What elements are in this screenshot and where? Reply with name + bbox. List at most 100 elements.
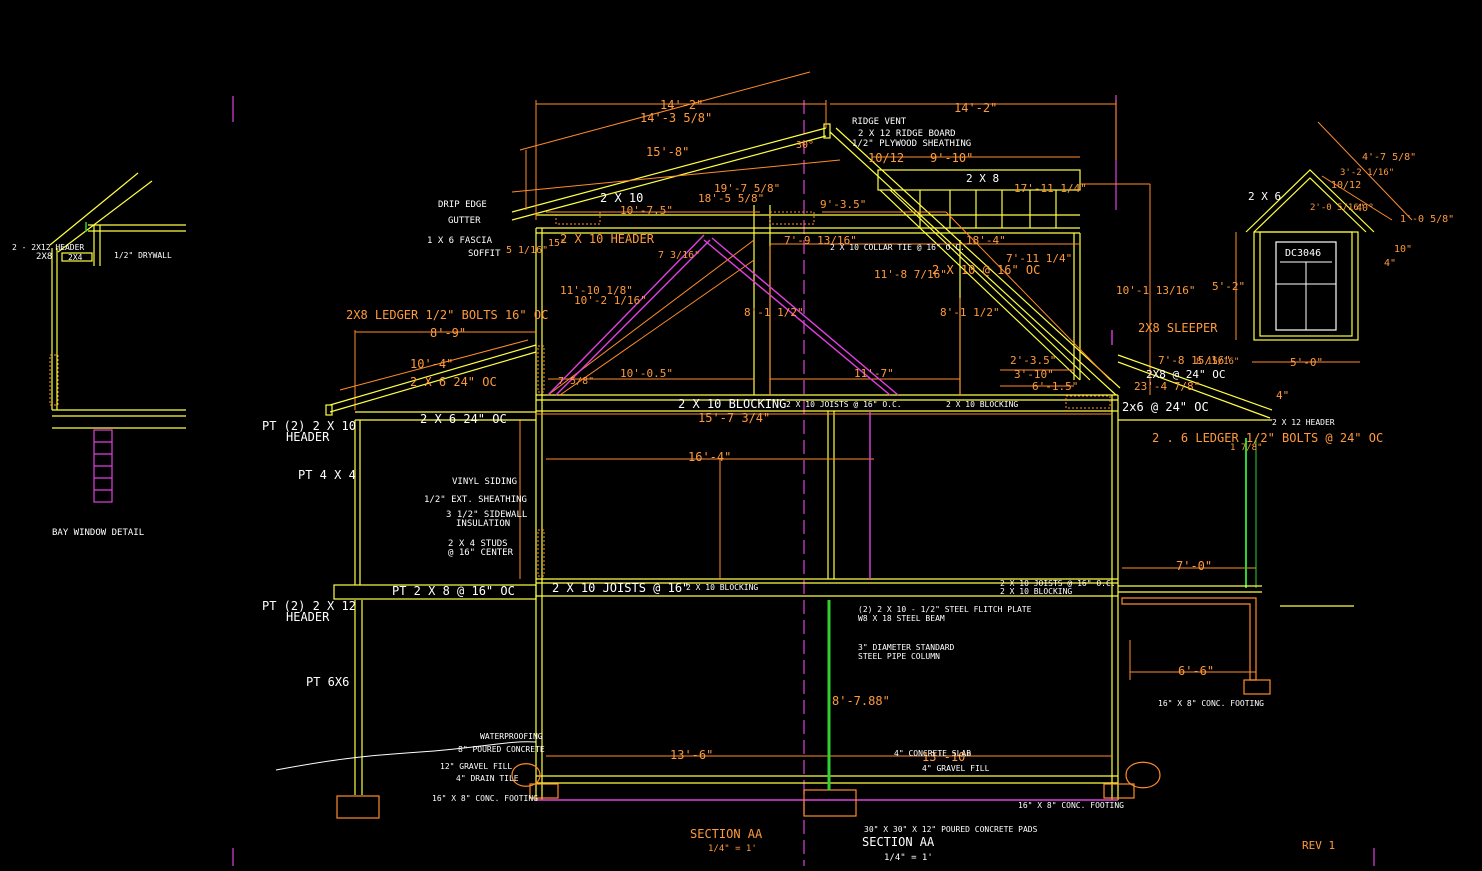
insulation-batts (537, 211, 1111, 577)
section-scale-b: 1/4" = 1' (884, 853, 933, 863)
left-porch-footing (336, 795, 380, 819)
drip-edge-label: DRIP EDGE (438, 200, 487, 210)
drain-tile-label: 4" DRAIN TILE (456, 774, 519, 783)
column-label-a: 3" DIAMETER STANDARD (858, 643, 955, 652)
dim-top-left: 14'-2" (660, 98, 703, 112)
sidewall-label-a: 3 1/2" SIDEWALL (446, 510, 527, 520)
bay-framing (49, 172, 186, 429)
footing-step-label: 16" X 8" CONC. FOOTING (1158, 699, 1264, 708)
porch-deck-label: PT 2 X 8 @ 16" OC (392, 584, 515, 598)
dormer-angle: 40° (1356, 203, 1374, 214)
main-rafter-label: 2 X 10 (600, 191, 643, 205)
left-porch-labels: 2X8 LEDGER 1/2" BOLTS 16" OC 8'-9" 10'-4… (262, 308, 548, 689)
header-2x10-label: 2 X 10 HEADER (560, 232, 655, 246)
header-2-label-a: PT (2) 2 X 12 (262, 599, 356, 613)
dormer-dim-10: 10" (1394, 244, 1412, 255)
dim-8-7: 8'-7.88" (832, 694, 890, 708)
ext-sheathing-label: 1/2" EXT. SHEATHING (424, 495, 527, 505)
ridge-vent-label: RIDGE VENT (852, 117, 907, 127)
dim-8-9: 8'-9" (430, 326, 466, 340)
dim-15: 15" (548, 238, 566, 249)
dim-7-3: 7 3/16" (658, 250, 700, 261)
dim-10-4: 10'-4" (410, 357, 453, 371)
wall-labels: VINYL SIDING 1/2" EXT. SHEATHING 3 1/2" … (424, 477, 1264, 810)
dim-11-7: 11'-7" (854, 367, 894, 380)
dim-7-8: 7'-8 15/16" (1158, 354, 1231, 367)
dormer-dim-5-0: 5'-0" (1290, 356, 1323, 369)
dim-9-10: 9'-10" (930, 151, 973, 165)
dim-18-5: 18'-5 5/8" (698, 192, 764, 205)
main-framing (511, 123, 1121, 800)
dormer-dim-2-0: 2'-0 5/16" (1310, 203, 1364, 213)
soffit-label: SOFFIT (468, 249, 501, 259)
collar-tie-label: 2 X 10 COLLAR TIE @ 16" O.C. (830, 243, 965, 252)
section-title-a: SECTION AA (690, 827, 763, 841)
porch-rafter-label: 2 X 6 24" OC (410, 375, 497, 389)
right-porch-rafter-label: 2x6 @ 24" OC (1122, 400, 1209, 414)
dim-9-3: 9'-3.5" (820, 198, 866, 211)
right-porch-labels: 2x6 @ 24" OC 2 X 12 HEADER 2 . 6 LEDGER … (1122, 389, 1383, 678)
joists-2nd-label: 2 X 10 JOISTS @ 16" O.C. (786, 400, 902, 409)
right-ledger-label: 2 . 6 LEDGER 1/2" BOLTS @ 24" OC (1152, 431, 1383, 445)
left-porch-framing (325, 344, 537, 795)
dim-15-7: 15'-7 3/4" (698, 411, 770, 425)
roof-pitch: 10/12 (868, 151, 904, 165)
dim-13-10: 13'-10" (922, 750, 973, 764)
dim-5-16: 5 1/16" (506, 245, 548, 256)
gravel-fill-right-label: 4" GRAVEL FILL (922, 764, 990, 773)
dim-7-5: 7 5/8" (558, 376, 594, 387)
title-block: SECTION AA 1/4" = 1' SECTION AA 1/4" = 1… (690, 827, 1335, 863)
dim-8-1-right: 8'-1 1/2" (940, 306, 1000, 319)
dim-15-8: 15'-8" (646, 145, 689, 159)
ridge-board-label: 2 X 12 RIDGE BOARD (858, 129, 956, 139)
right-porch-framing (1117, 354, 1354, 607)
bay-foundation (93, 429, 113, 503)
attic-joists-label: 2 X 10 @ 16" OC (932, 263, 1040, 277)
dim-16-4: 16'-4" (688, 450, 731, 464)
post-6x6-label: PT 6X6 (306, 675, 349, 689)
joists-1st-right-label: 2 X 10 JOISTS @ 16" O.C. (1000, 579, 1116, 588)
right-header-label: 2 X 12 HEADER (1272, 418, 1335, 427)
dim-17-11: 17'-11 1/4" (1014, 182, 1087, 195)
dormer-window-tag: DC3046 (1285, 248, 1321, 259)
porch-rafter-right-label: 2X8 @ 24" OC (1146, 368, 1225, 381)
bay-header-label: 2 - 2X12 HEADER (12, 243, 84, 252)
dim-18-4: 18'-4" (966, 234, 1006, 247)
dormer-dimensions (1235, 121, 1413, 363)
post-4x4-label: PT 4 X 4 (298, 468, 356, 482)
section-scale-a: 1/4" = 1' (708, 844, 757, 854)
blocking-2nd-label: 2 X 10 BLOCKING (678, 397, 786, 411)
dim-10-2: 10'-2 1/16" (574, 294, 647, 307)
section-title-b: SECTION AA (862, 835, 935, 849)
porch-joist-label: 2 X 6 24" OC (420, 412, 507, 426)
sidewall-label-b: INSULATION (456, 519, 510, 529)
roof-labels: 14'-2" 14'-3 5/8" 15'-8" 14'-2" RIDGE VE… (427, 98, 1239, 393)
dim-11-10: 11'-10 1/8" (560, 284, 633, 297)
floor-labels: 2 X 10 BLOCKING 2 X 10 JOISTS @ 16" O.C.… (552, 397, 1116, 834)
dim-1-6: 1 7/8" (1230, 443, 1263, 453)
poured-concrete-label: 8" POURED CONCRETE (458, 745, 545, 754)
dim-23-4: 23'-4 7/8" (1134, 380, 1200, 393)
dim-3-10: 3'-10" (1014, 368, 1054, 381)
dim-11-8: 11'-8 7/16" (874, 268, 947, 281)
grade-line (275, 741, 537, 771)
dim-4: 4" (1276, 389, 1289, 402)
steel-beam-label: W8 X 18 STEEL BEAM (858, 614, 945, 623)
dim-top-left-b: 14'-3 5/8" (640, 111, 712, 125)
bay-insulation (49, 354, 59, 406)
sleeper-label: 2X8 SLEEPER (1138, 321, 1218, 335)
bay-drywall-label: 1/2" DRYWALL (114, 251, 172, 260)
plywood-label: 1/2" PLYWOOD SHEATHING (852, 139, 971, 149)
waterproofing-label: WATERPROOFING (480, 732, 543, 741)
dormer-dim-1-0: 1'-0 5/8" (1400, 214, 1454, 225)
dim-8-1-left: 8'-1 1/2" (744, 306, 804, 319)
header-1-label-a: PT (2) 2 X 10 (262, 419, 356, 433)
right-step-foundation (1121, 597, 1271, 695)
dim-19-7: 19'-7 5/8" (714, 182, 780, 195)
dormer-dim-5-2: 5'-2" (1212, 280, 1245, 293)
sheet-border-marks (232, 96, 1375, 866)
dim-top-right: 14'-2" (954, 101, 997, 115)
dim-13-6: 13'-6" (670, 748, 713, 762)
blocking-1st-label: 2 X 10 BLOCKING (686, 583, 758, 592)
joists-1st-label: 2 X 10 JOISTS @ 16" (552, 581, 689, 595)
